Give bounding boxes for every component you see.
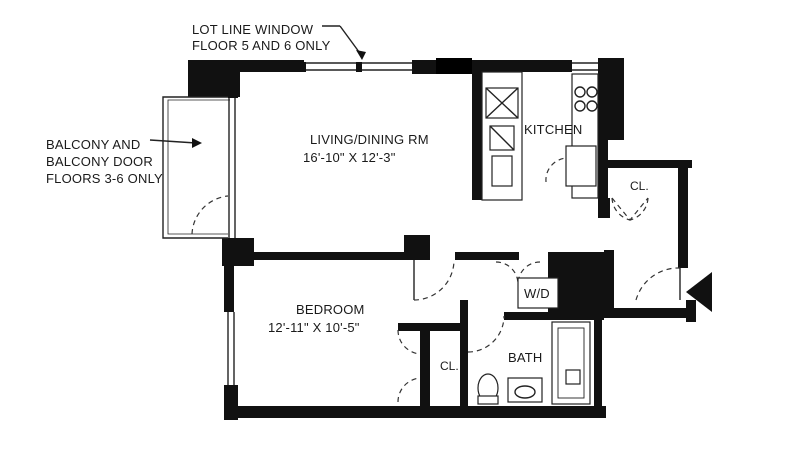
entry-arrow-icon [686, 272, 712, 312]
kitchen-fixtures [481, 71, 599, 201]
walls [188, 58, 696, 420]
washer-dryer-name: W/D [524, 286, 550, 301]
living-room-size: 16'-10" X 12'-3" [303, 150, 396, 165]
balcony-note-line1: BALCONY AND [46, 137, 140, 152]
bedroom-name: BEDROOM [296, 302, 365, 317]
bedroom-size: 12'-11" X 10'-5" [268, 320, 360, 335]
hall-closet-name: CL. [630, 179, 649, 193]
kitchen-name: KITCHEN [524, 122, 582, 137]
leaders [149, 25, 366, 148]
windows [227, 62, 598, 385]
balcony [162, 96, 230, 239]
bath-name: BATH [508, 350, 543, 365]
bedroom-closet-name: CL. [440, 359, 459, 373]
lot-window-note-line1: LOT LINE WINDOW [192, 22, 314, 37]
bath-fixtures [477, 321, 591, 405]
door-swings [397, 157, 681, 403]
washer-dryer-box [517, 277, 559, 309]
lot-window-note-line2: FLOOR 5 AND 6 ONLY [192, 38, 331, 53]
living-room-name: LIVING/DINING RM [310, 132, 429, 147]
balcony-note-line3: FLOORS 3-6 ONLY [46, 171, 163, 186]
balcony-note-line2: BALCONY DOOR [46, 154, 153, 169]
